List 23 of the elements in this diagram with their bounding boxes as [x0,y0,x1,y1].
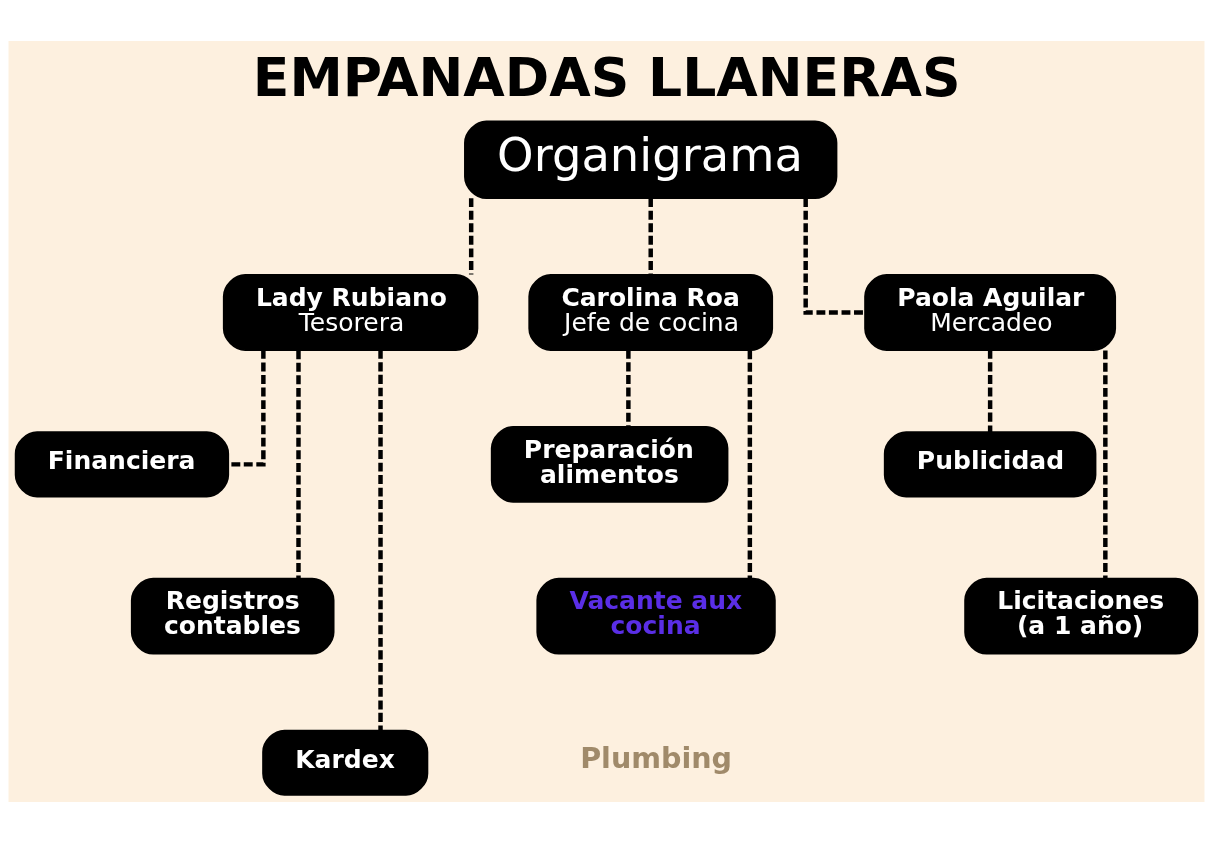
node-box: Lady Rubiano Tesorera [222,274,479,351]
node-box: Publicidad [883,431,1097,498]
node-box: Preparación alimentos [490,425,729,503]
node-box: Licitaciones (a 1 año) [964,577,1199,655]
node-box: Kardex [262,729,429,796]
connector [626,350,631,427]
diagram-title: EMPANADAS LLANERAS [252,46,961,110]
label: Plumbing [580,740,733,775]
connector [468,198,474,275]
node-box: Vacante aux cocina [536,577,776,655]
connector [296,350,301,579]
node-box: Paola Aguilar Mercadeo [864,274,1117,351]
connector [228,350,266,467]
node-box: Registros contables [130,577,335,655]
node-box: Organigrama [464,120,838,200]
connector [747,350,753,579]
node-box: Carolina Roa Jefe de cocina [528,274,774,351]
connector [1103,350,1108,579]
connector [648,198,653,275]
connector [803,198,866,315]
connector [378,350,383,731]
node-box: Financiera [14,431,230,498]
connector [987,350,993,432]
